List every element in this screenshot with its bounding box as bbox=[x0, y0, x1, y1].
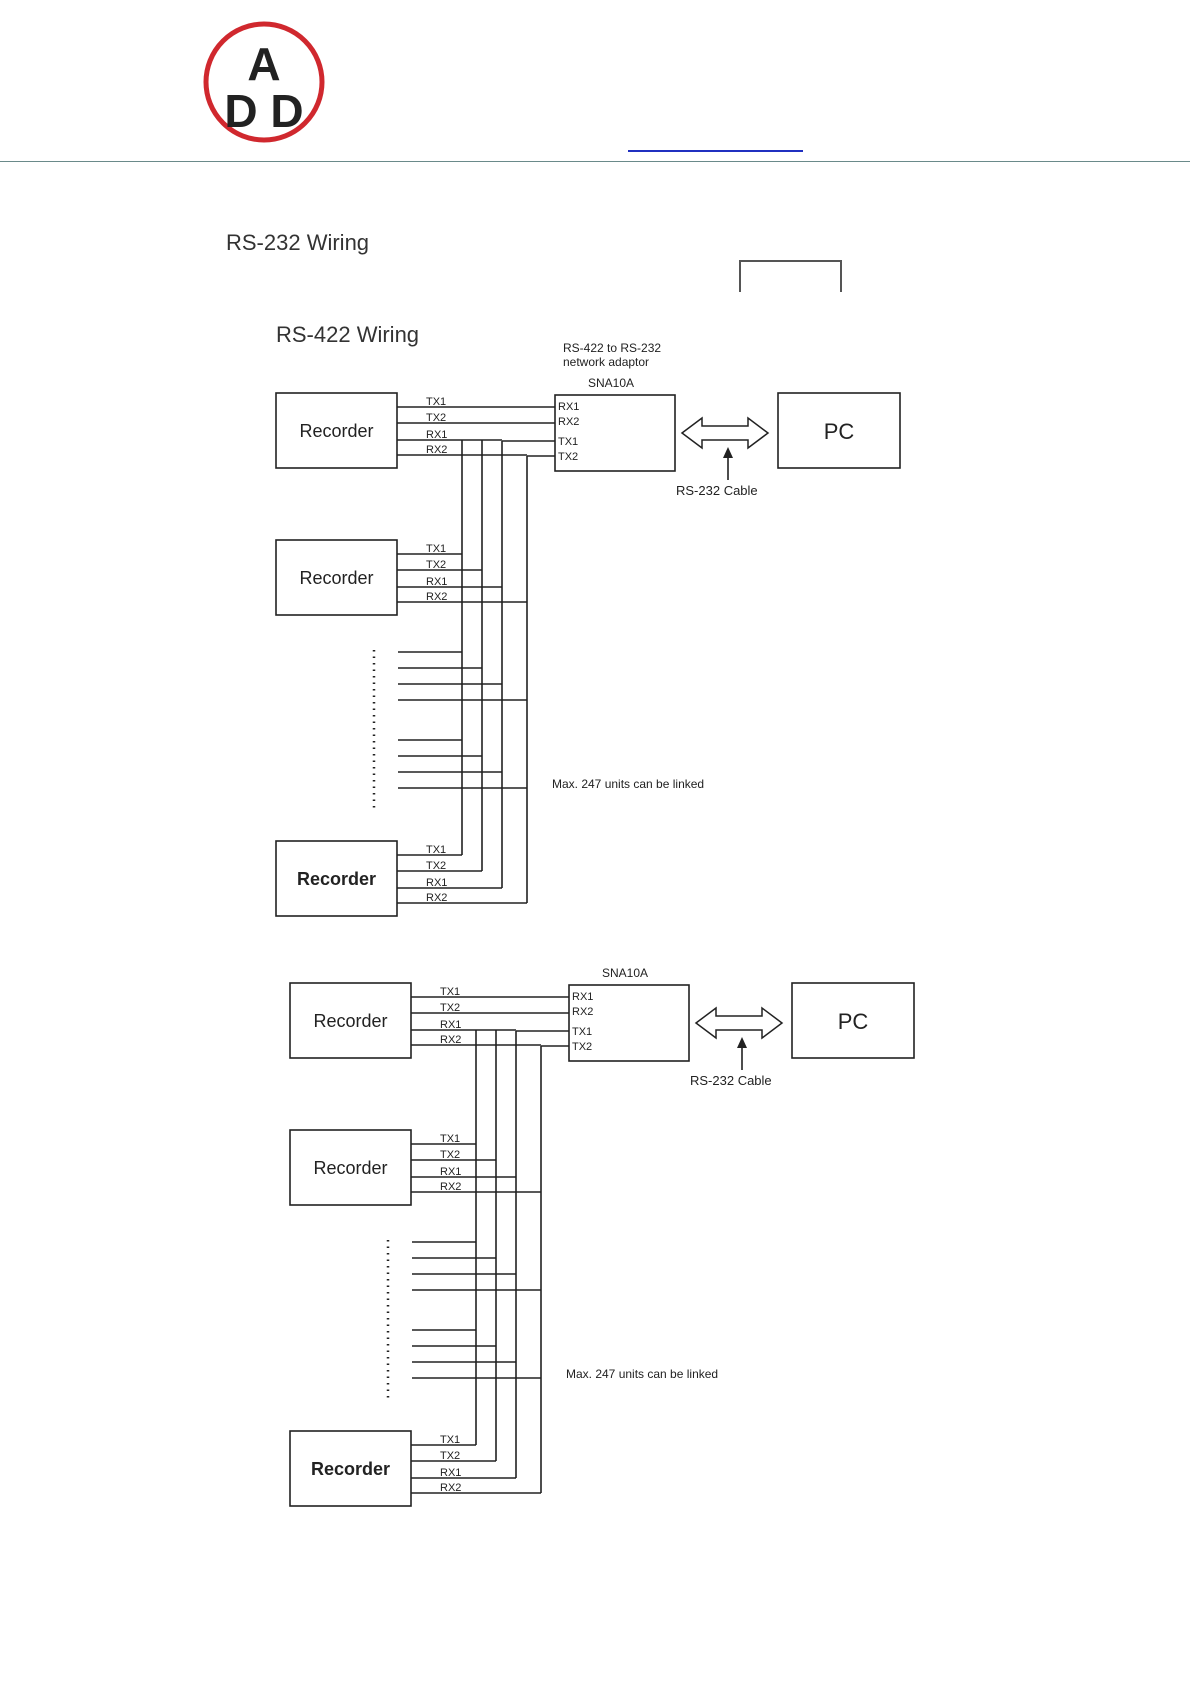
pc-label: PC bbox=[824, 419, 855, 444]
recorder-line-label: RX1 bbox=[440, 1467, 461, 1479]
adaptor-port-label: TX1 bbox=[572, 1026, 592, 1038]
recorder-box bbox=[275, 840, 398, 917]
adaptor-port-label: RX1 bbox=[558, 401, 579, 413]
recorder-line-label: TX1 bbox=[440, 1133, 460, 1145]
recorder-line-label: TX1 bbox=[426, 844, 446, 856]
cable-label: RS-232 Cable bbox=[676, 483, 758, 498]
recorder-label: Recorder bbox=[299, 421, 373, 441]
recorder-line-label: TX2 bbox=[440, 1450, 460, 1462]
rs232-box-fragment bbox=[739, 260, 842, 292]
recorder-box bbox=[275, 392, 398, 469]
recorder-line-label: TX2 bbox=[426, 412, 446, 424]
recorder-line-label: TX2 bbox=[440, 1002, 460, 1014]
rs232-double-arrow bbox=[694, 1006, 784, 1040]
rs232-heading: RS-232 Wiring bbox=[226, 230, 370, 255]
company-logo: A D D bbox=[203, 21, 325, 143]
logo-letter-d-left: D bbox=[224, 85, 257, 137]
recorder-line-label: RX2 bbox=[440, 1181, 461, 1193]
recorder-line-label: RX1 bbox=[440, 1166, 461, 1178]
adaptor-name: SNA10A bbox=[588, 376, 634, 390]
cable-pointer-head bbox=[737, 1037, 747, 1048]
adaptor-caption-1: RS-422 to RS-232 bbox=[563, 341, 661, 355]
recorder-line-label: RX2 bbox=[426, 591, 447, 603]
cable-label: RS-232 Cable bbox=[690, 1073, 772, 1088]
header-divider bbox=[0, 161, 1190, 162]
header-link-underline[interactable] bbox=[628, 150, 803, 152]
logo-letter-d-right: D bbox=[270, 85, 303, 137]
max-units-note: Max. 247 units can be linked bbox=[566, 1367, 718, 1381]
rs232-double-arrow bbox=[680, 416, 770, 450]
rs422-heading: RS-422 Wiring bbox=[276, 322, 420, 347]
recorder-box bbox=[275, 539, 398, 616]
pc-box bbox=[791, 982, 915, 1059]
recorder-line-label: TX1 bbox=[426, 396, 446, 408]
recorder-line-label: RX1 bbox=[426, 877, 447, 889]
recorder-line-label: RX2 bbox=[426, 444, 447, 456]
adaptor-port-label: RX2 bbox=[572, 1006, 593, 1018]
recorder-box bbox=[289, 1129, 412, 1206]
recorder-label: Recorder bbox=[299, 568, 373, 588]
recorder-line-label: RX2 bbox=[426, 892, 447, 904]
recorder-label: Recorder bbox=[313, 1158, 387, 1178]
adaptor-port-label: TX2 bbox=[558, 451, 578, 463]
adaptor-port-label: TX1 bbox=[558, 436, 578, 448]
recorder-line-label: TX1 bbox=[440, 1434, 460, 1446]
recorder-line-label: RX2 bbox=[440, 1034, 461, 1046]
adaptor-port-label: RX1 bbox=[572, 991, 593, 1003]
recorder-line-label: RX1 bbox=[426, 576, 447, 588]
recorder-label: Recorder bbox=[311, 1459, 390, 1479]
recorder-box bbox=[289, 982, 412, 1059]
recorder-label: Recorder bbox=[297, 869, 376, 889]
adaptor-caption-2: network adaptor bbox=[563, 355, 649, 369]
logo-letter-a: A bbox=[247, 38, 280, 90]
cable-pointer-head bbox=[723, 447, 733, 458]
recorder-box bbox=[289, 1430, 412, 1507]
recorder-line-label: TX2 bbox=[426, 559, 446, 571]
adaptor-port-label: RX2 bbox=[558, 416, 579, 428]
recorder-line-label: TX2 bbox=[426, 860, 446, 872]
recorder-label: Recorder bbox=[313, 1011, 387, 1031]
recorder-line-label: RX1 bbox=[440, 1019, 461, 1031]
max-units-note: Max. 247 units can be linked bbox=[552, 777, 704, 791]
recorder-line-label: RX2 bbox=[440, 1482, 461, 1494]
adaptor-name: SNA10A bbox=[602, 966, 648, 980]
adaptor-port-label: TX2 bbox=[572, 1041, 592, 1053]
recorder-line-label: TX2 bbox=[440, 1149, 460, 1161]
recorder-line-label: TX1 bbox=[440, 986, 460, 998]
pc-box bbox=[777, 392, 901, 469]
logo-ring bbox=[203, 21, 325, 143]
adaptor-box bbox=[568, 984, 690, 1062]
recorder-line-label: TX1 bbox=[426, 543, 446, 555]
adaptor-box bbox=[554, 394, 676, 472]
pc-label: PC bbox=[838, 1009, 869, 1034]
recorder-line-label: RX1 bbox=[426, 429, 447, 441]
